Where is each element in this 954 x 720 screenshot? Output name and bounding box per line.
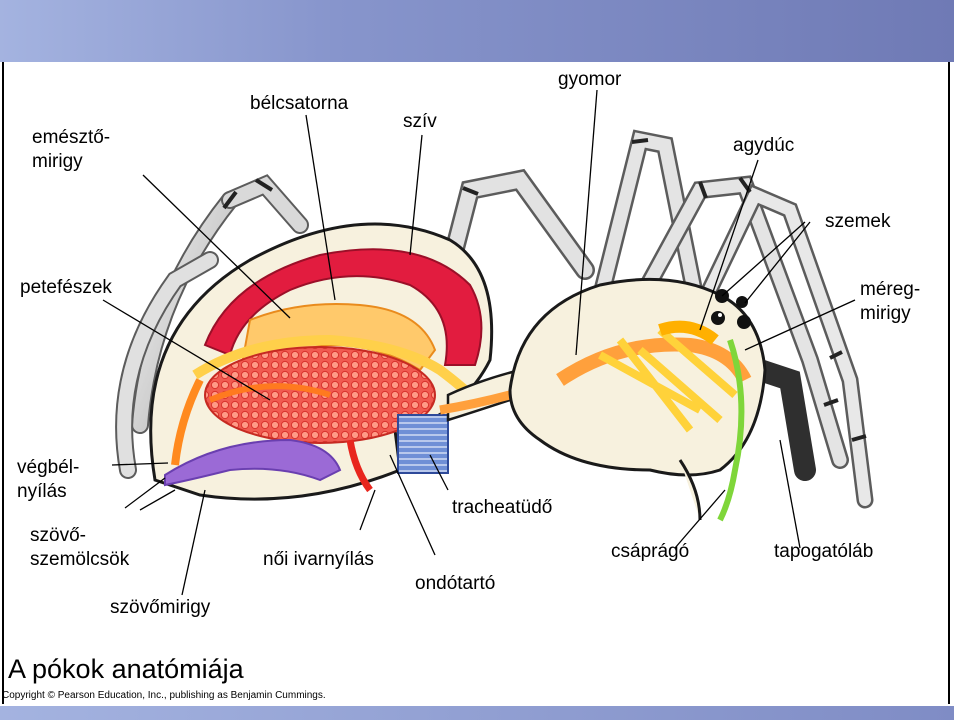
slide-title: A pókok anatómiája [8,654,244,685]
label-gyomor: gyomor [558,68,621,92]
label-vegbelnyilas: végbél-nyílás [17,456,79,504]
label-szemek: szemek [825,210,890,234]
cephalothorax [510,279,765,520]
label-emeszto-mirigy: emésztő-mirigy [32,126,110,174]
label-belcsatorna: bélcsatorna [250,92,348,116]
label-noi-ivarnyilas: női ivarnyílás [263,548,374,572]
label-ondotarto: ondótartó [415,572,495,596]
label-szovomirigy: szövőmirigy [110,596,210,620]
label-tracheatudo: tracheatüdő [452,496,552,520]
label-meregmirigy: méreg-mirigy [860,278,920,326]
label-csaprago: csáprágó [611,540,689,564]
label-sziv: szív [403,110,437,134]
copyright-notice: Copyright © Pearson Education, Inc., pub… [2,690,326,701]
label-szovoszemolcsok: szövő-szemölcsök [30,524,129,572]
bottom-bar [0,706,954,720]
label-tapogatolab: tapogatóláb [774,540,873,564]
label-petefeszek: petefészek [20,276,112,300]
label-agyduc: agydúc [733,134,794,158]
